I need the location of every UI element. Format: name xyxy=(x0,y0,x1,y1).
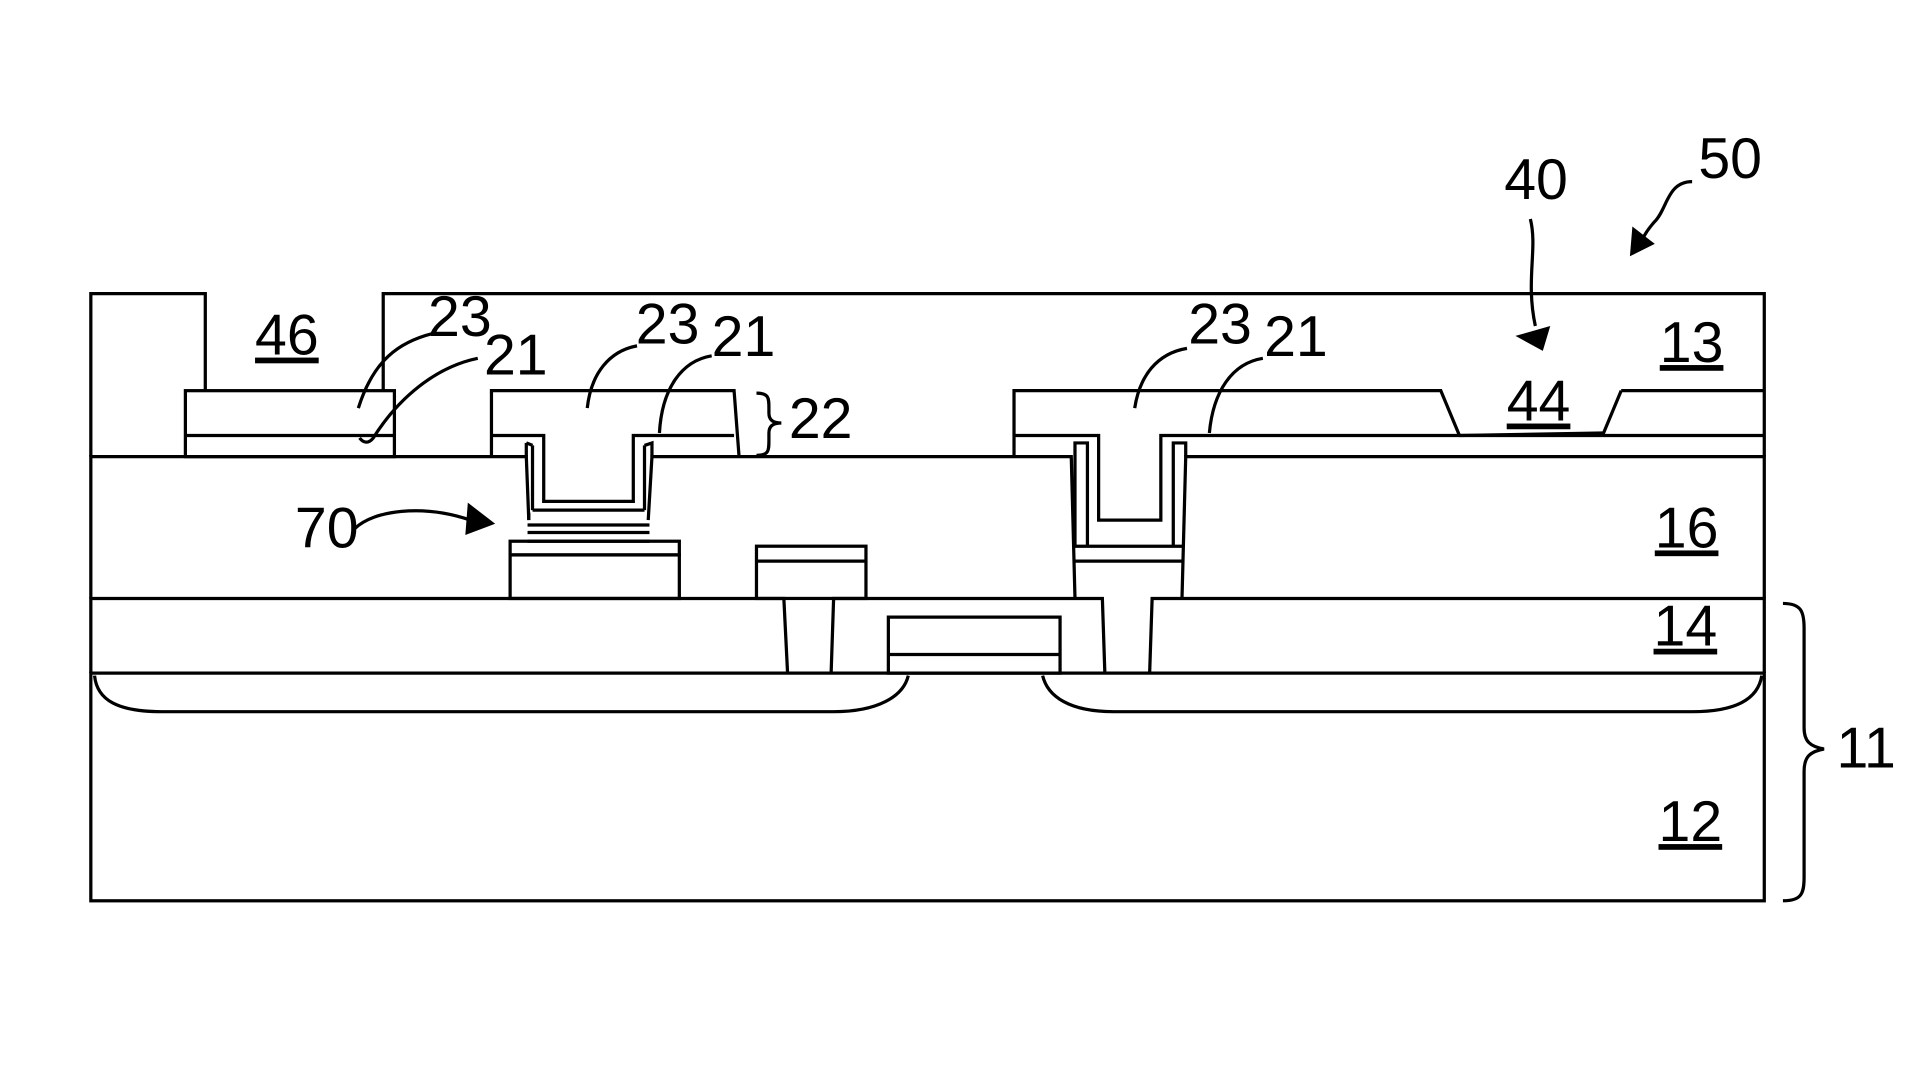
brace-22 xyxy=(756,393,781,455)
memory-element-70 xyxy=(510,525,679,598)
leader-70 xyxy=(355,503,496,535)
substrate-12 xyxy=(91,673,1764,901)
brace-11 xyxy=(1783,603,1824,900)
label-21-middle: 21 xyxy=(712,305,776,369)
leader-50 xyxy=(1630,182,1692,257)
leader-21c xyxy=(1209,358,1263,433)
label-21-right: 21 xyxy=(1264,305,1328,369)
interconnect-right xyxy=(1014,391,1764,547)
contact-pad xyxy=(756,546,865,598)
leader-23c xyxy=(1135,348,1187,408)
leader-21b xyxy=(659,356,711,433)
label-22: 22 xyxy=(789,387,853,451)
label-13: 13 xyxy=(1660,311,1724,375)
well-region-right xyxy=(1043,676,1762,712)
label-23-middle: 23 xyxy=(636,292,700,356)
label-46: 46 xyxy=(255,304,319,368)
label-21-left: 21 xyxy=(484,324,548,388)
label-16: 16 xyxy=(1655,496,1719,560)
label-12: 12 xyxy=(1659,790,1723,854)
gate-structure xyxy=(888,617,1060,673)
leader-23b xyxy=(587,346,637,408)
label-40: 40 xyxy=(1504,148,1568,212)
dielectric-layer-14 xyxy=(91,598,1764,673)
label-70: 70 xyxy=(295,496,359,560)
label-11: 11 xyxy=(1836,717,1895,781)
well-region-left xyxy=(95,676,909,712)
via-right xyxy=(1075,546,1182,561)
label-23-right: 23 xyxy=(1188,292,1252,356)
label-23-left: 23 xyxy=(428,285,492,349)
label-14: 14 xyxy=(1654,595,1718,659)
label-50: 50 xyxy=(1698,127,1762,191)
pad-stack-left xyxy=(185,391,394,457)
leader-40 xyxy=(1515,219,1550,351)
label-44: 44 xyxy=(1507,370,1571,434)
